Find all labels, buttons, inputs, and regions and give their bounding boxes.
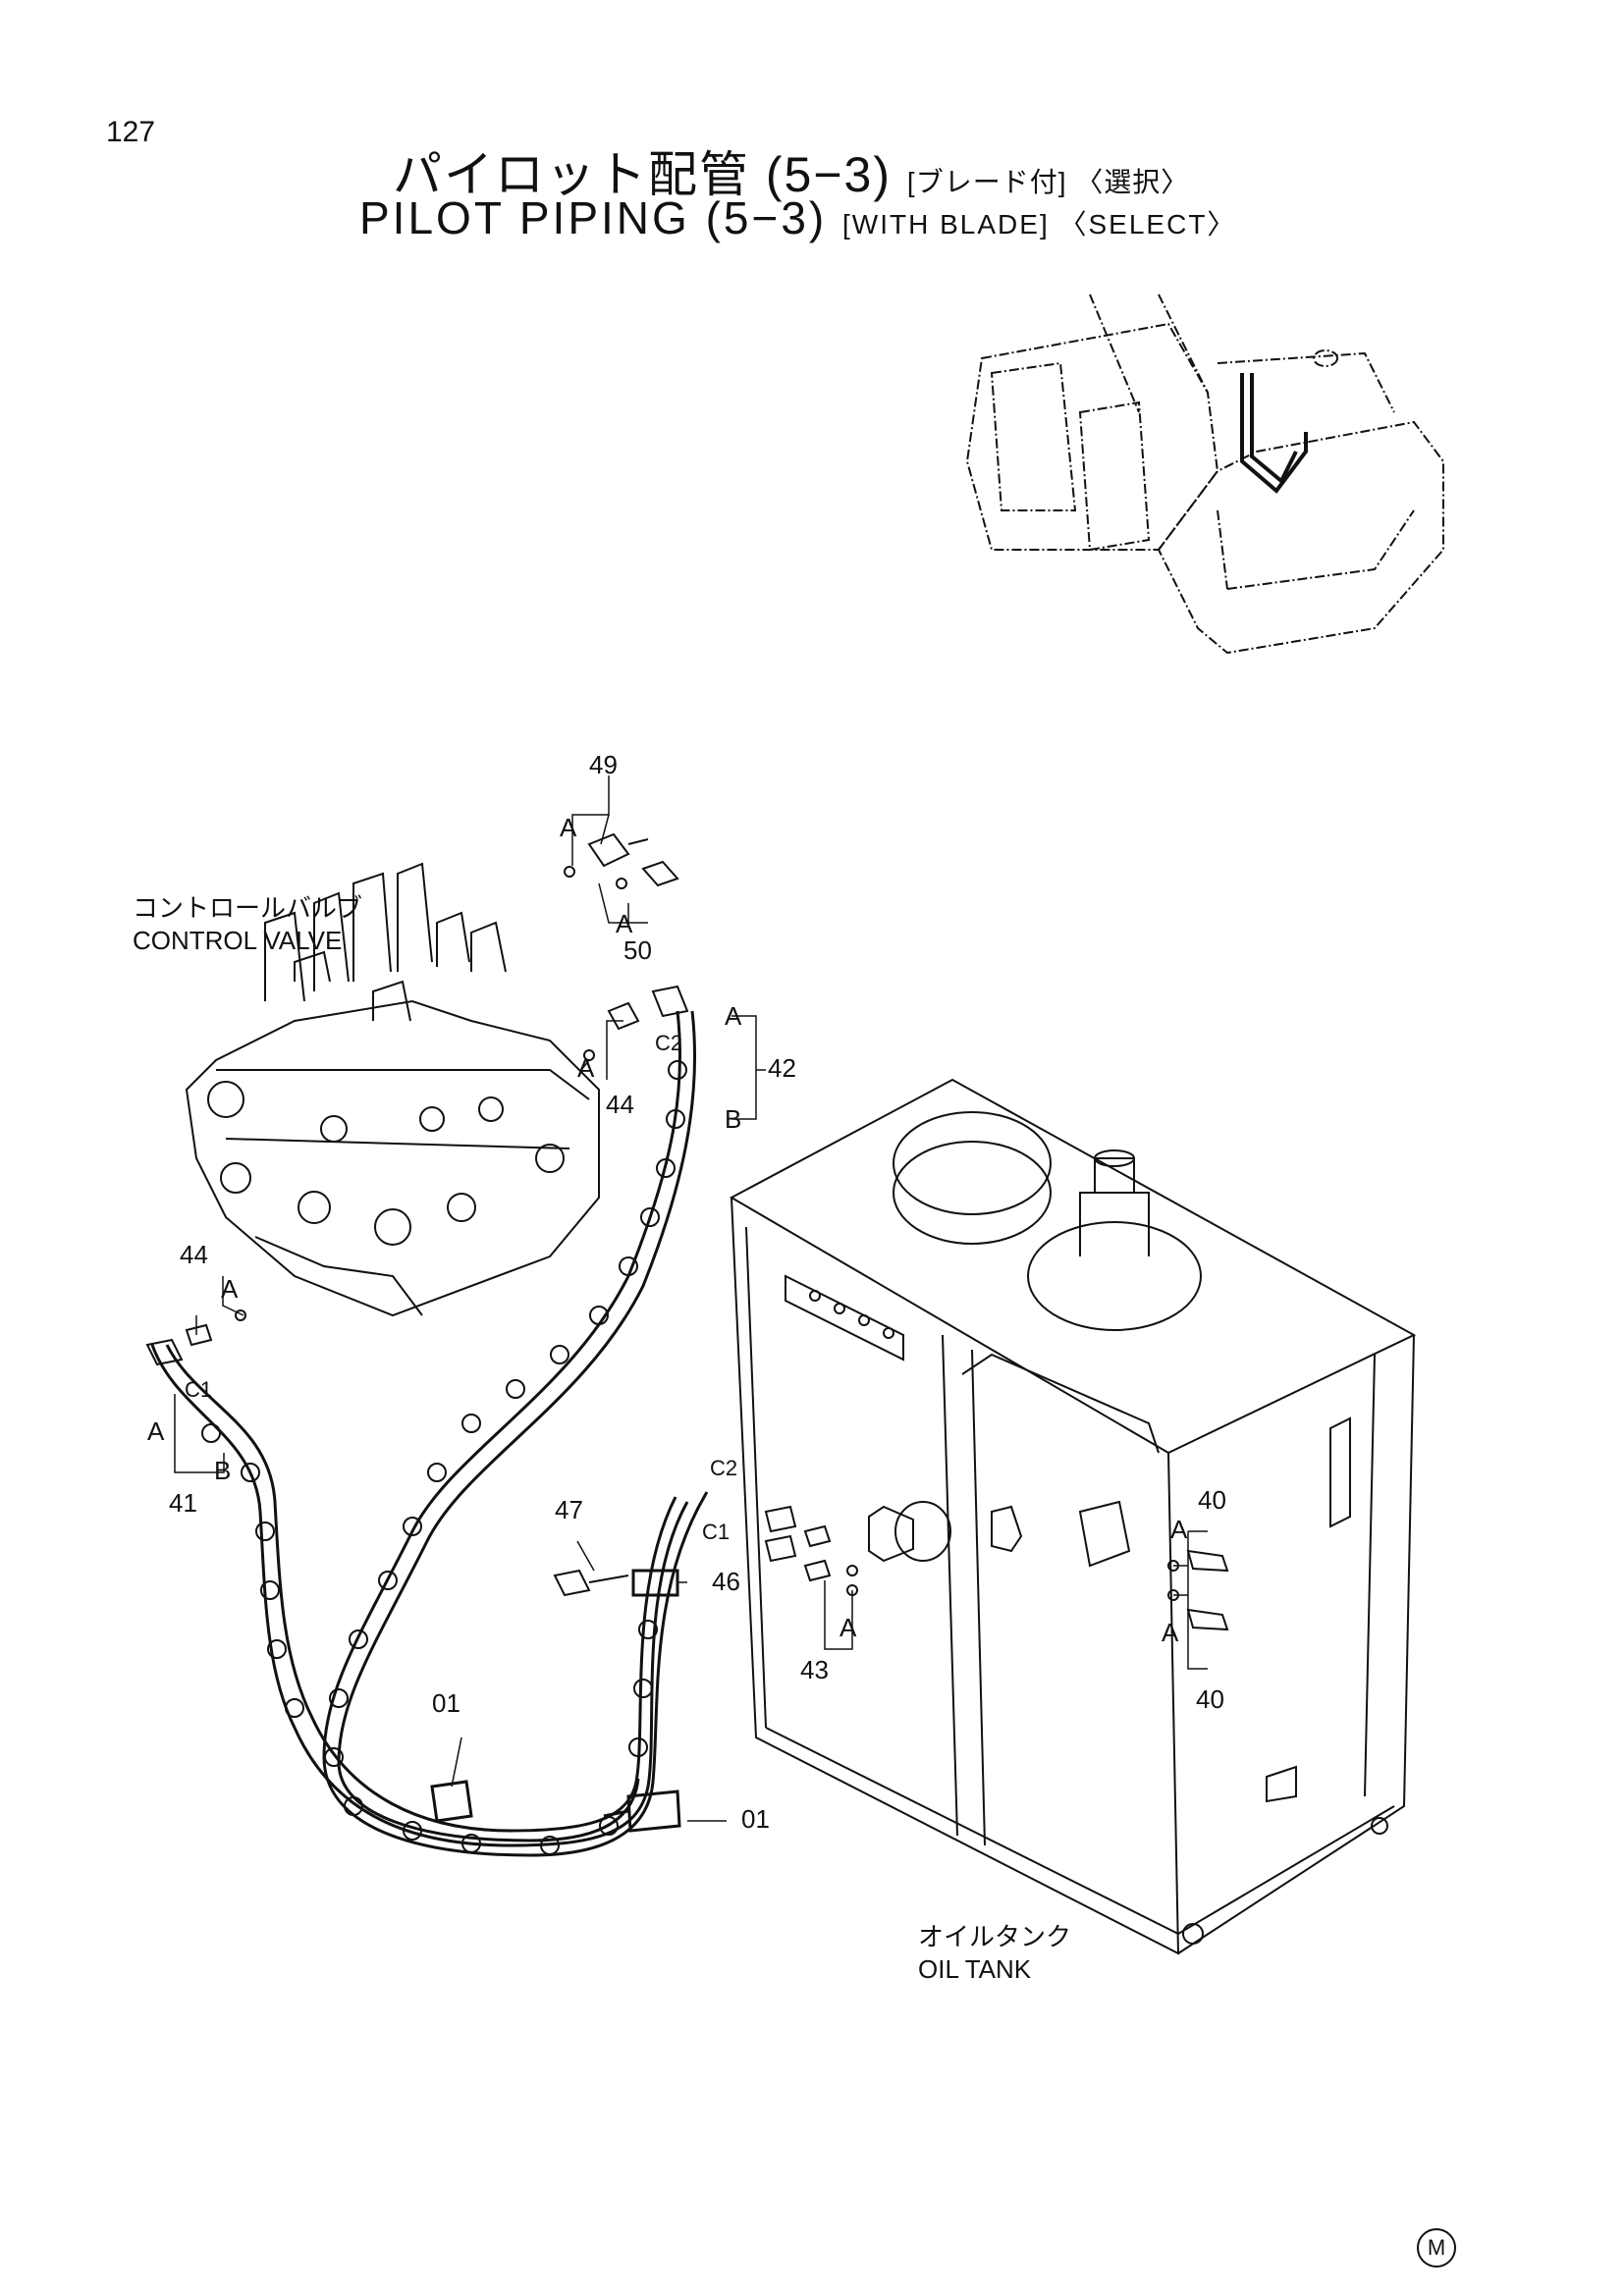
port-label-c1-tank: C1 bbox=[702, 1520, 731, 1544]
oil-tank-drawing bbox=[729, 1078, 1417, 1955]
callout-42: 42 bbox=[768, 1053, 796, 1083]
clamp-01-left bbox=[430, 1780, 473, 1823]
callout-01-right: 01 bbox=[741, 1804, 770, 1834]
excavator-pilot-line bbox=[1240, 373, 1308, 494]
port-label-a-40-bottom: A bbox=[1162, 1618, 1179, 1647]
port-label-a-40-top: A bbox=[1170, 1515, 1188, 1544]
callout-40-top: 40 bbox=[1198, 1485, 1226, 1515]
control-valve-label-en: CONTROL VALVE bbox=[133, 926, 343, 955]
callout-49: 49 bbox=[589, 750, 618, 779]
title-japanese: パイロット配管 (5−3) [ブレード付] 〈選択〉 bbox=[393, 135, 1189, 206]
callout-44-left: 44 bbox=[180, 1240, 208, 1269]
port-label-c2-tank: C2 bbox=[710, 1456, 738, 1480]
title-jp-main: パイロット配管 (5−3) bbox=[393, 147, 893, 202]
callout-47: 47 bbox=[555, 1495, 583, 1524]
port-label-a-43: A bbox=[839, 1613, 857, 1642]
port-label-a-49: A bbox=[560, 813, 577, 842]
callout-41: 41 bbox=[169, 1488, 197, 1518]
port-label-a-41: A bbox=[147, 1416, 165, 1446]
callout-01-left: 01 bbox=[432, 1688, 460, 1718]
hose-41-line bbox=[150, 1344, 689, 1847]
clamp-01-right bbox=[603, 1789, 681, 1833]
title-en-main: PILOT PIPING (5−3) bbox=[359, 192, 828, 243]
excavator-overview bbox=[965, 294, 1444, 655]
control-valve-label-jp: コントロールバルブ bbox=[133, 893, 363, 923]
callout-50: 50 bbox=[623, 935, 652, 965]
port-label-b-41: B bbox=[214, 1456, 232, 1485]
oil-tank-label-en: OIL TANK bbox=[918, 1954, 1032, 1984]
footer-m-mark: M bbox=[1417, 2228, 1456, 2268]
title-en-suffix: [WITH BLADE] 〈SELECT〉 bbox=[842, 209, 1237, 240]
hose-42-line bbox=[322, 1010, 709, 1857]
port-label-c1-41: C1 bbox=[185, 1377, 213, 1402]
callout-44-top: 44 bbox=[606, 1090, 634, 1119]
callout-43: 43 bbox=[800, 1655, 829, 1684]
title-jp-suffix: [ブレード付] 〈選択〉 bbox=[906, 167, 1190, 197]
callout-46: 46 bbox=[712, 1567, 740, 1596]
port-label-c2-42: C2 bbox=[655, 1031, 683, 1055]
port-label-a-44-top: A bbox=[577, 1053, 595, 1083]
leader-lines bbox=[174, 775, 1208, 1822]
clamp-46 bbox=[631, 1569, 679, 1597]
oil-tank-label-jp: オイルタンク bbox=[918, 1922, 1072, 1951]
callout-40-bottom: 40 bbox=[1196, 1684, 1224, 1714]
port-label-b-42: B bbox=[725, 1104, 742, 1134]
hose-spring-guards bbox=[201, 1060, 687, 1855]
title-english: PILOT PIPING (5−3) [WITH BLADE] 〈SELECT〉 bbox=[359, 191, 1236, 244]
port-label-a-42: A bbox=[725, 1001, 742, 1031]
port-label-a-44-left: A bbox=[221, 1274, 239, 1304]
page-number: 127 bbox=[106, 116, 156, 148]
port-label-a-50: A bbox=[616, 909, 633, 938]
control-valve-drawing bbox=[185, 862, 600, 1317]
